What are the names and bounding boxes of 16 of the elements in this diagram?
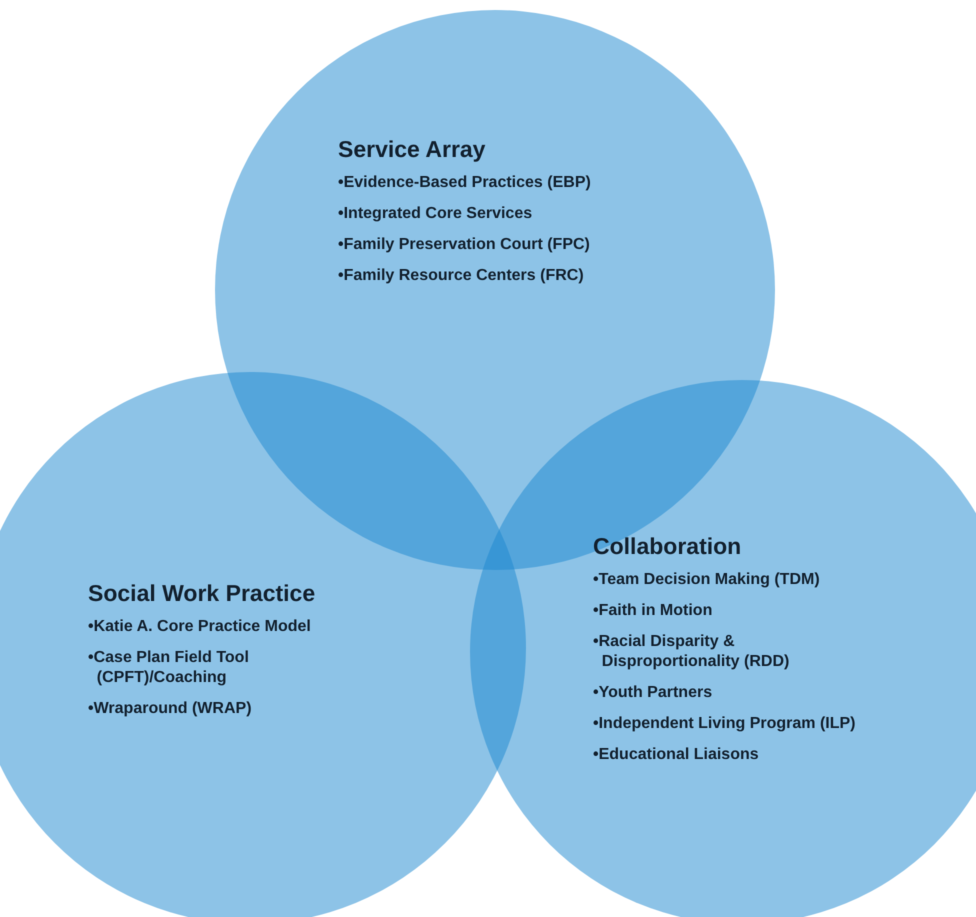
bullet-item: •Youth Partners bbox=[593, 683, 714, 703]
bullet-item: •Racial Disparity & Disproportionality (RDD) bbox=[593, 632, 790, 672]
bullet-item: •Katie A. Core Practice Model bbox=[88, 617, 312, 637]
bullet-item: •Family Preservation Court (FPC) bbox=[338, 235, 591, 255]
bullet-item: •Family Resource Centers (FRC) bbox=[338, 266, 585, 286]
bullet-item: •Faith in Motion bbox=[593, 601, 714, 621]
circle-heading: Social Work Practice bbox=[88, 580, 316, 607]
bullet-item: •Wraparound (WRAP) bbox=[88, 699, 253, 719]
circle-heading: Service Array bbox=[338, 136, 486, 163]
bullet-item: •Independent Living Program (ILP) bbox=[593, 714, 856, 734]
bullet-item: •Evidence-Based Practices (EBP) bbox=[338, 173, 592, 193]
bullet-item: •Educational Liaisons bbox=[593, 745, 760, 765]
circle-heading: Collaboration bbox=[593, 533, 742, 560]
bullet-item: •Integrated Core Services bbox=[338, 204, 534, 224]
bullet-item: •Team Decision Making (TDM) bbox=[593, 570, 821, 590]
bullet-item: •Case Plan Field Tool (CPFT)/Coaching bbox=[88, 648, 250, 688]
